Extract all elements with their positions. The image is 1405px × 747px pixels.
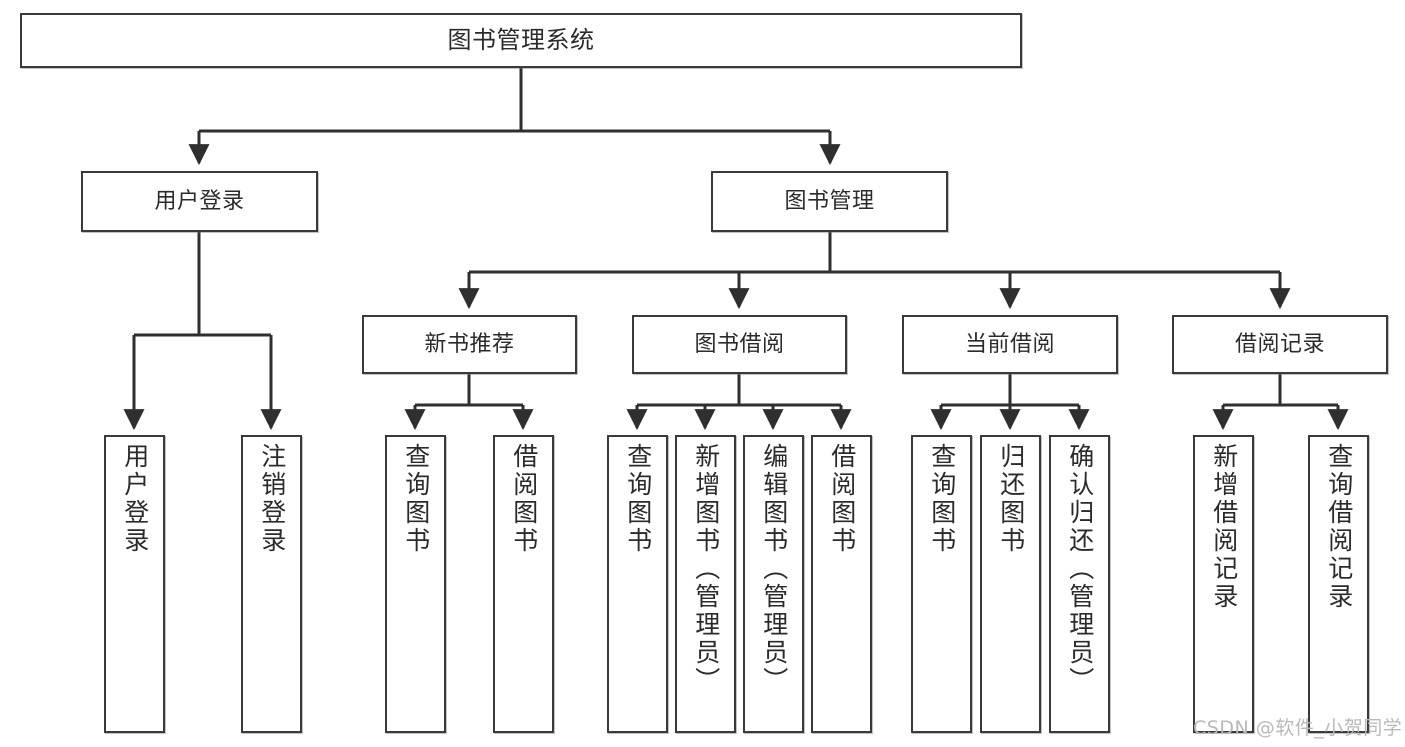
node-current-borrow[interactable]: 当前借阅 (902, 315, 1118, 374)
node-label: 编辑图书（管理员） (759, 443, 789, 695)
leaf-borrow-query-book[interactable]: 查询图书 (607, 435, 668, 733)
leaf-current-return-book[interactable]: 归还图书 (980, 435, 1041, 733)
leaf-recommend-borrow-book[interactable]: 借阅图书 (493, 435, 554, 733)
node-label: 查询图书 (623, 443, 653, 555)
node-label: 新书推荐 (424, 331, 515, 357)
node-label: 借阅图书 (827, 443, 857, 555)
csdn-watermark: CSDN @软件_小贺同学 (1193, 717, 1403, 739)
node-user-login[interactable]: 用户登录 (81, 171, 318, 232)
node-label: 当前借阅 (964, 331, 1055, 357)
node-root-system[interactable]: 图书管理系统 (20, 13, 1022, 68)
node-label: 查询图书 (401, 443, 431, 555)
node-label: 借阅记录 (1234, 331, 1325, 357)
node-new-book-recommend[interactable]: 新书推荐 (362, 315, 577, 374)
node-label: 图书管理系统 (447, 26, 595, 55)
node-label: 新增借阅记录 (1209, 443, 1239, 611)
node-label: 借阅图书 (509, 443, 539, 555)
node-label: 查询借阅记录 (1324, 443, 1354, 611)
leaf-record-query-record[interactable]: 查询借阅记录 (1308, 435, 1369, 733)
leaf-current-confirm-return-admin[interactable]: 确认归还（管理员） (1049, 435, 1110, 733)
leaf-record-add-record[interactable]: 新增借阅记录 (1193, 435, 1254, 733)
leaf-borrow-edit-book-admin[interactable]: 编辑图书（管理员） (743, 435, 804, 733)
node-label: 用户登录 (120, 443, 150, 555)
leaf-borrow-add-book-admin[interactable]: 新增图书（管理员） (675, 435, 736, 733)
node-label: 新增图书（管理员） (691, 443, 721, 695)
node-borrow-record[interactable]: 借阅记录 (1172, 315, 1388, 374)
node-label: 用户登录 (154, 188, 245, 214)
leaf-user-login-logout[interactable]: 注销登录 (241, 435, 302, 733)
node-label: 归还图书 (996, 443, 1026, 555)
node-label: 确认归还（管理员） (1065, 443, 1095, 695)
node-label: 查询图书 (927, 443, 957, 555)
node-label: 注销登录 (257, 443, 287, 555)
node-label: 图书借阅 (694, 331, 785, 357)
leaf-current-query-book[interactable]: 查询图书 (911, 435, 972, 733)
leaf-borrow-borrow-book[interactable]: 借阅图书 (811, 435, 872, 733)
node-label: 图书管理 (784, 188, 875, 214)
node-book-management[interactable]: 图书管理 (711, 171, 948, 232)
leaf-recommend-query-book[interactable]: 查询图书 (385, 435, 446, 733)
leaf-user-login-login[interactable]: 用户登录 (104, 435, 165, 733)
node-book-borrow[interactable]: 图书借阅 (632, 315, 847, 374)
